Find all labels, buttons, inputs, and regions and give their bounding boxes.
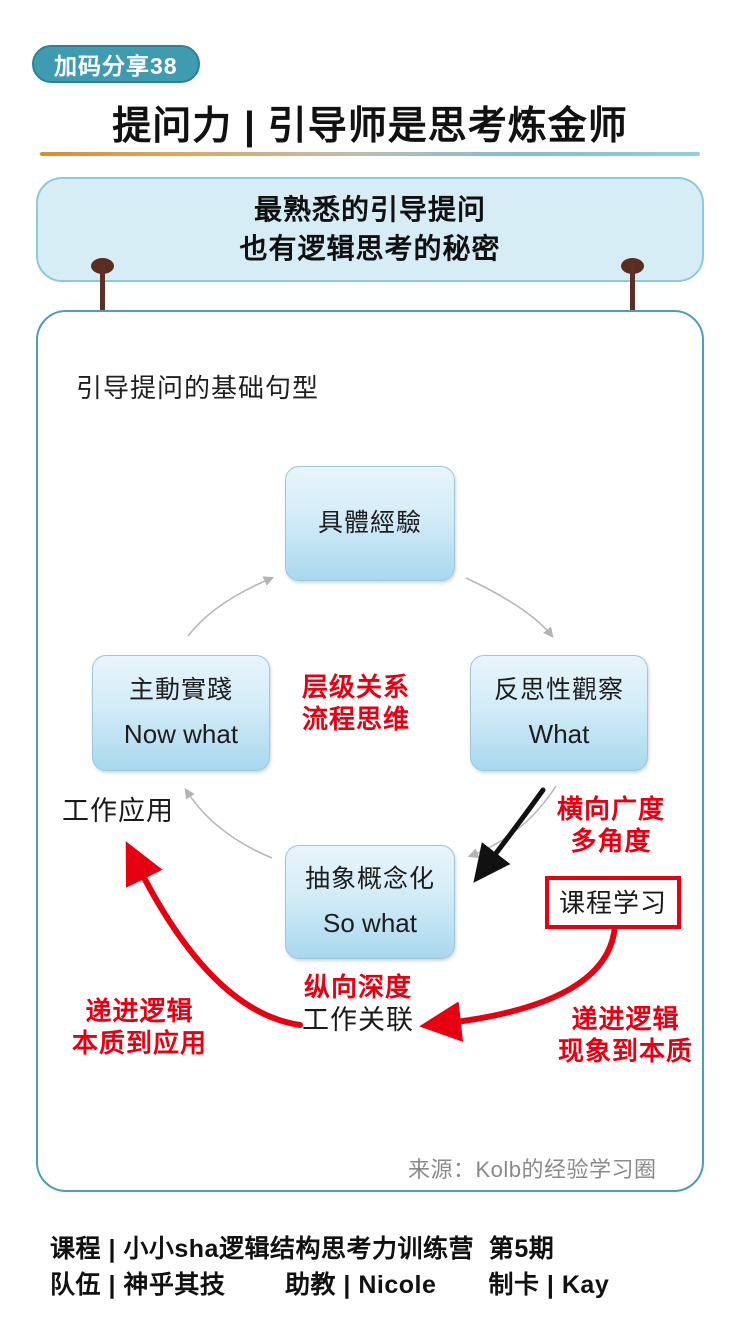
annotation-line-2: 多角度 xyxy=(570,825,652,856)
source-attribution: 来源：Kolb的经验学习圈 xyxy=(408,1157,657,1182)
subtitle-line-1: 最熟悉的引导提问 xyxy=(253,193,486,225)
annotation-line-1: 纵向深度 xyxy=(303,972,412,1002)
footer-line-team: 队伍 | 神乎其技 助教 | Nicole 制卡 | Kay xyxy=(50,1270,610,1299)
cycle-node-label-en: Now what xyxy=(123,719,239,750)
cycle-node-reflective-observation: 反思性觀察 What xyxy=(470,655,648,771)
share-badge-label: 加码分享38 xyxy=(54,53,178,79)
cycle-node-active-experimentation: 主動實踐 Now what xyxy=(92,655,270,771)
annotation-line-1: 层级关系 xyxy=(302,672,411,702)
cycle-node-label-en: So what xyxy=(323,908,417,939)
cycle-node-label-cn: 抽象概念化 xyxy=(304,864,435,893)
subtitle-line-2: 也有逻辑思考的秘密 xyxy=(239,232,501,264)
card-heading: 引导提问的基础句型 xyxy=(76,373,320,403)
cycle-node-abstract-conceptualization: 抽象概念化 So what xyxy=(285,845,455,959)
annotation-line-1: 递进逻辑 xyxy=(571,1004,680,1034)
page-title: 提问力 | 引导师是思考炼金师 xyxy=(112,105,628,148)
annotation-progressive-essence-to-application: 递进逻辑 本质到应用 xyxy=(72,996,207,1059)
annotation-line-2: 工作关联 xyxy=(302,1004,414,1035)
annotation-line-1: 递进逻辑 xyxy=(85,996,194,1026)
annotation-line-2: 本质到应用 xyxy=(72,1027,208,1058)
cycle-node-concrete-experience: 具體經驗 xyxy=(285,466,455,581)
share-badge: 加码分享38 xyxy=(32,45,200,83)
cycle-node-label-en: What xyxy=(528,719,590,750)
annotation-line-2: 流程思维 xyxy=(302,703,411,734)
annotation-progressive-phenomenon-to-essence: 递进逻辑 现象到本质 xyxy=(558,1004,693,1067)
annotation-course-study: 课程学习 xyxy=(545,876,682,929)
annotation-work-application: 工作应用 xyxy=(62,796,174,826)
title-divider xyxy=(40,152,700,156)
cycle-node-label-cn: 主動實踐 xyxy=(128,675,233,704)
annotation-hierarchy: 层级关系 流程思维 xyxy=(302,672,410,735)
footer: 课程 | 小小sha逻辑结构思考力训练营 第5期 队伍 | 神乎其技 助教 | … xyxy=(50,1232,710,1303)
annotation-breadth: 横向广度 多角度 xyxy=(557,794,665,857)
annotation-depth: 纵向深度 工作关联 xyxy=(302,972,414,1037)
pin-stem xyxy=(630,263,635,321)
cycle-node-label-cn: 具體經驗 xyxy=(317,508,422,537)
annotation-line-1: 横向广度 xyxy=(557,794,666,824)
subtitle-banner: 最熟悉的引导提问 也有逻辑思考的秘密 xyxy=(36,177,704,282)
annotation-line-2: 现象到本质 xyxy=(558,1035,694,1066)
pin-stem xyxy=(100,263,105,321)
cycle-node-label-cn: 反思性觀察 xyxy=(493,675,624,704)
footer-line-course: 课程 | 小小sha逻辑结构思考力训练营 第5期 xyxy=(50,1235,555,1263)
